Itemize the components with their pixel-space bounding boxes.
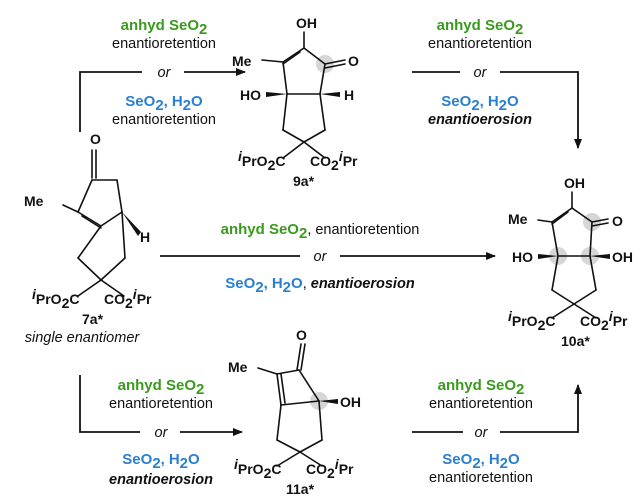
outcome-label: enantioretention	[112, 36, 216, 52]
atom-oh: OH	[296, 15, 317, 31]
arrow-7a-to-9a	[79, 68, 246, 132]
ester-left: iPrO2C	[238, 148, 286, 173]
or-label: or	[314, 249, 328, 265]
outcome-label: enantioretention	[429, 470, 533, 486]
compound-label-7a: 7a*	[82, 311, 104, 327]
reagent-seo2-water-erosion: SeO2,H2O, enantioerosion	[225, 275, 415, 296]
reagent-anhyd-seo2: anhyd SeO2	[121, 17, 208, 38]
outcome-label-erosion: enantioerosion	[109, 472, 213, 488]
or-label: or	[155, 425, 169, 441]
conditions-7a-to-10a: anhyd SeO2, enantioretention or SeO2,H2O…	[221, 221, 420, 296]
compound-label-11a: 11a*	[286, 481, 315, 497]
arrow-11a-to-10a	[412, 384, 582, 433]
compound-label-9a: 9a*	[293, 173, 315, 189]
ester-right: CO2iPr	[306, 456, 354, 481]
atom-me: Me	[24, 193, 44, 209]
ester-right: CO2iPr	[104, 286, 152, 311]
ester-right: CO2iPr	[580, 308, 628, 333]
atom-me: Me	[508, 211, 528, 227]
ester-left: iPrO2C	[32, 286, 80, 311]
conditions-7a-to-9a: anhyd SeO2 enantioretention or SeO2,H2O …	[112, 17, 216, 128]
atom-h: H	[140, 229, 150, 245]
conditions-9a-to-10a: anhyd SeO2 enantioretention or SeO2,H2O …	[428, 17, 532, 128]
atom-h: H	[344, 87, 354, 103]
arrow-7a-to-11a	[79, 375, 243, 436]
atom-me: Me	[232, 53, 252, 69]
outcome-label: enantioretention	[428, 36, 532, 52]
ester-left: iPrO2C	[234, 456, 282, 481]
or-label: or	[474, 65, 488, 81]
reagent-anhyd-seo2: anhyd SeO2	[118, 377, 205, 398]
atom-ho: HO	[512, 249, 533, 265]
atom-o: O	[348, 53, 359, 69]
outcome-label-erosion: enantioerosion	[428, 112, 532, 128]
atom-ho: HO	[240, 87, 261, 103]
conditions-11a-to-10a: anhyd SeO2 enantioretention or SeO2,H2O …	[429, 377, 533, 486]
atom-oh: OH	[564, 175, 585, 191]
or-label: or	[475, 425, 489, 441]
note-single-enantiomer: single enantiomer	[25, 330, 141, 346]
arrow-9a-to-10a	[412, 71, 582, 149]
reagent-seo2-water: SeO2,H2O	[125, 93, 203, 114]
outcome-label: enantioretention	[429, 396, 533, 412]
ester-right: CO2iPr	[310, 148, 358, 173]
compound-10a: OH O Me HO OH iPrO2C CO2iPr 10a*	[508, 175, 633, 349]
conditions-7a-to-11a: anhyd SeO2 enantioretention or SeO2,H2O …	[109, 377, 213, 488]
atom-o: O	[296, 327, 307, 343]
compound-11a: O Me OH iPrO2C CO2iPr 11a*	[228, 327, 361, 497]
atom-oh: OH	[612, 249, 633, 265]
outcome-label: enantioretention	[109, 396, 213, 412]
reagent-anhyd-seo2-retention: anhyd SeO2, enantioretention	[221, 221, 420, 242]
reagent-anhyd-seo2: anhyd SeO2	[437, 17, 524, 38]
atom-o: O	[90, 131, 101, 147]
atom-oh: OH	[340, 394, 361, 410]
compound-9a: OH O Me HO H iPrO2C CO2iPr 9a*	[232, 15, 359, 189]
ester-left: iPrO2C	[508, 308, 556, 333]
reagent-seo2-water: SeO2,H2O	[442, 451, 520, 472]
compound-label-10a: 10a*	[561, 333, 590, 349]
reagent-seo2-water: SeO2,H2O	[122, 451, 200, 472]
compound-7a: O Me H iPrO2C CO2iPr 7a* single enantiom…	[24, 131, 152, 346]
reagent-seo2-water: SeO2,H2O	[441, 93, 519, 114]
reagent-anhyd-seo2: anhyd SeO2	[438, 377, 525, 398]
or-label: or	[158, 65, 172, 81]
outcome-label: enantioretention	[112, 112, 216, 128]
atom-o: O	[612, 213, 623, 229]
atom-me: Me	[228, 359, 248, 375]
